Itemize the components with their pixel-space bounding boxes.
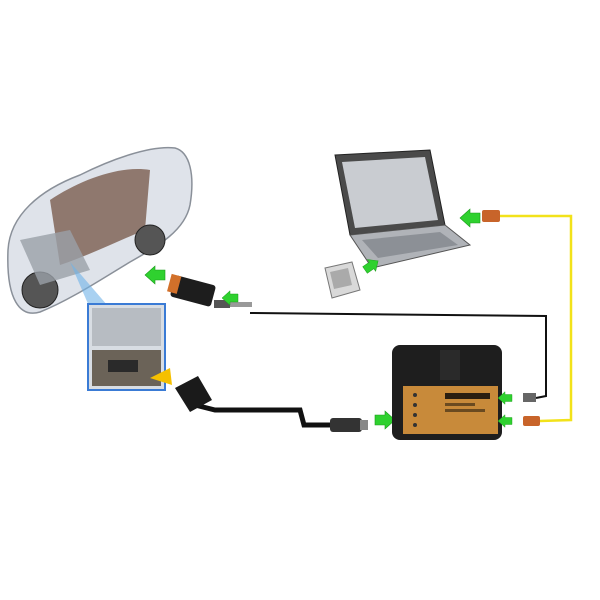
ethernet-plug-icom: [523, 416, 540, 426]
ethernet-plug-laptop: [482, 210, 500, 222]
sd-card: [324, 261, 361, 299]
car-image: [7, 146, 193, 314]
arrow-to-car: [144, 265, 166, 285]
car-connector: [167, 273, 252, 308]
black-cable: [249, 312, 547, 399]
arrow-to-laptop: [459, 208, 481, 228]
black-cable-plug: [523, 393, 536, 402]
obd-port-photo: [87, 303, 166, 391]
obd-cable: [194, 402, 335, 428]
highlight-arrow: [150, 368, 172, 385]
obd-connector: [175, 376, 368, 432]
laptop: [334, 149, 472, 269]
icom-interface: [392, 345, 502, 440]
yellow-cable: [500, 214, 573, 423]
